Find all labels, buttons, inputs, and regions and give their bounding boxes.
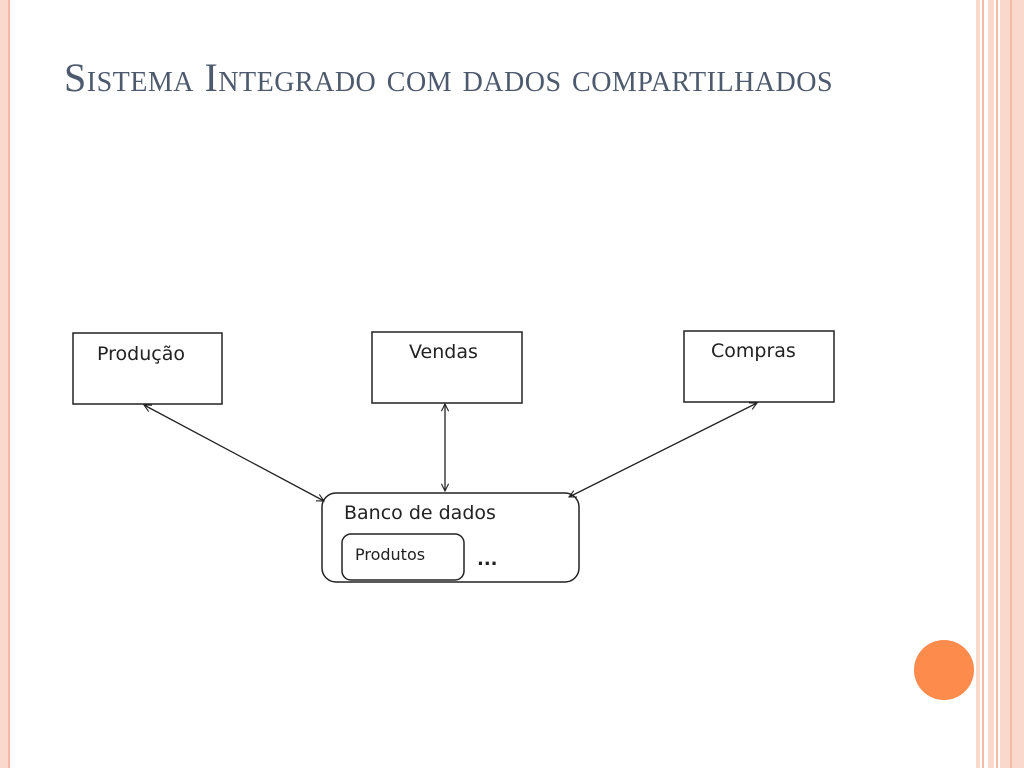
module-vendas-label: Vendas: [409, 341, 478, 363]
decorative-circle: [914, 640, 974, 700]
module-vendas: Vendas: [371, 331, 523, 404]
left-border-stripe: [0, 0, 8, 768]
right-stripe-4: [996, 0, 998, 768]
module-compras-label: Compras: [711, 340, 796, 362]
right-stripe-1: [976, 0, 980, 768]
slide-title: Sistema Integrado com dados compartilhad…: [64, 55, 834, 100]
right-stripe-3: [988, 0, 994, 768]
connector-compras-database: [569, 402, 757, 498]
database: Banco de dados Produtos ...: [321, 492, 580, 583]
module-producao-box: [72, 332, 223, 405]
module-producao: Produção: [72, 332, 223, 405]
right-stripe-5: [1000, 0, 1024, 768]
table-produtos-label: Produtos: [355, 545, 425, 564]
table-produtos-box: [341, 533, 465, 581]
connector-producao-database: [144, 404, 324, 502]
database-ellipsis: ...: [477, 549, 498, 570]
right-border-stripes: [976, 0, 1024, 768]
module-compras: Compras: [683, 330, 835, 403]
right-stripe-2: [982, 0, 984, 768]
module-compras-box: [683, 330, 835, 403]
module-producao-label: Produção: [97, 343, 185, 365]
left-border-line: [8, 0, 10, 768]
database-label: Banco de dados: [344, 502, 496, 524]
module-vendas-box: [371, 331, 523, 404]
right-stripe-6: [1010, 0, 1012, 768]
